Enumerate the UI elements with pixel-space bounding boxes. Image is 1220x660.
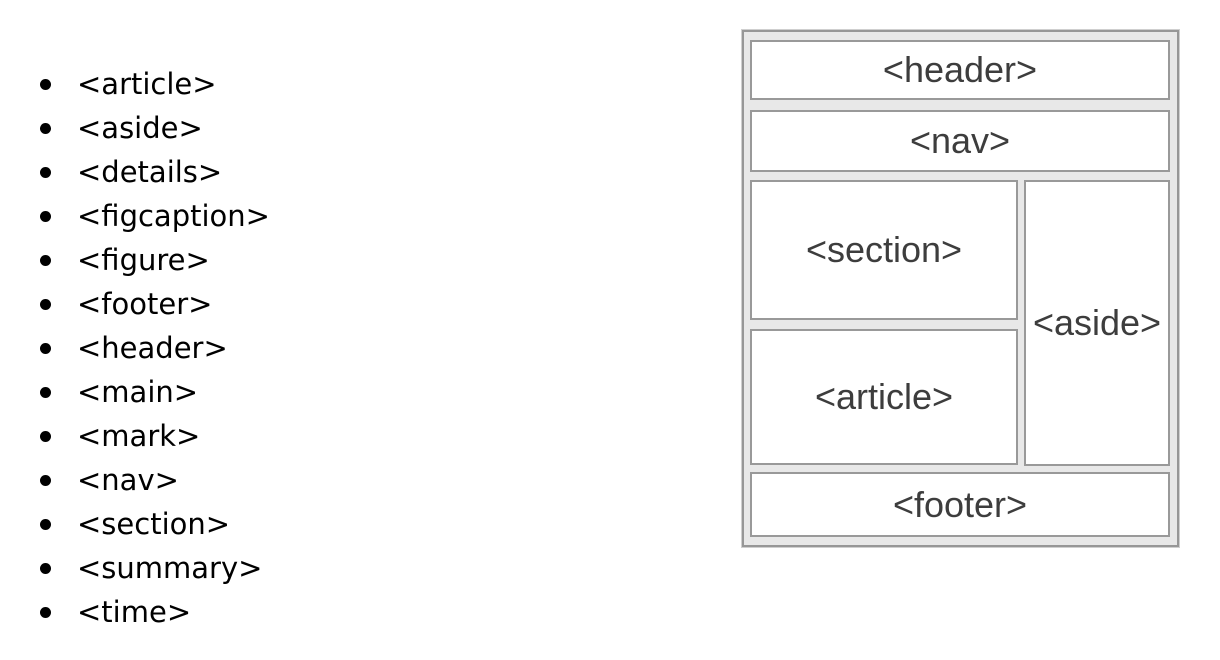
list-item: <header> xyxy=(0,326,270,370)
list-item: <figcaption> xyxy=(0,194,270,238)
list-item: <aside> xyxy=(0,106,270,150)
list-item: <section> xyxy=(0,502,270,546)
list-item: <mark> xyxy=(0,414,270,458)
diagram-box-article: <article> xyxy=(750,329,1018,465)
list-item: <summary> xyxy=(0,546,270,590)
list-item: <details> xyxy=(0,150,270,194)
diagram-box-footer: <footer> xyxy=(750,472,1170,537)
list-item: <nav> xyxy=(0,458,270,502)
diagram-box-section: <section> xyxy=(750,180,1018,320)
list-item: <main> xyxy=(0,370,270,414)
list-item: <article> xyxy=(0,62,270,106)
list-item: <time> xyxy=(0,590,270,634)
semantic-layout-diagram: <header> <nav> <section> <article> <asid… xyxy=(742,30,1179,547)
diagram-box-header: <header> xyxy=(750,40,1170,100)
list-item: <footer> xyxy=(0,282,270,326)
diagram-box-aside: <aside> xyxy=(1024,180,1170,466)
diagram-box-nav: <nav> xyxy=(750,110,1170,172)
semantic-tag-list: <article> <aside> <details> <figcaption>… xyxy=(0,62,270,634)
list-item: <figure> xyxy=(0,238,270,282)
